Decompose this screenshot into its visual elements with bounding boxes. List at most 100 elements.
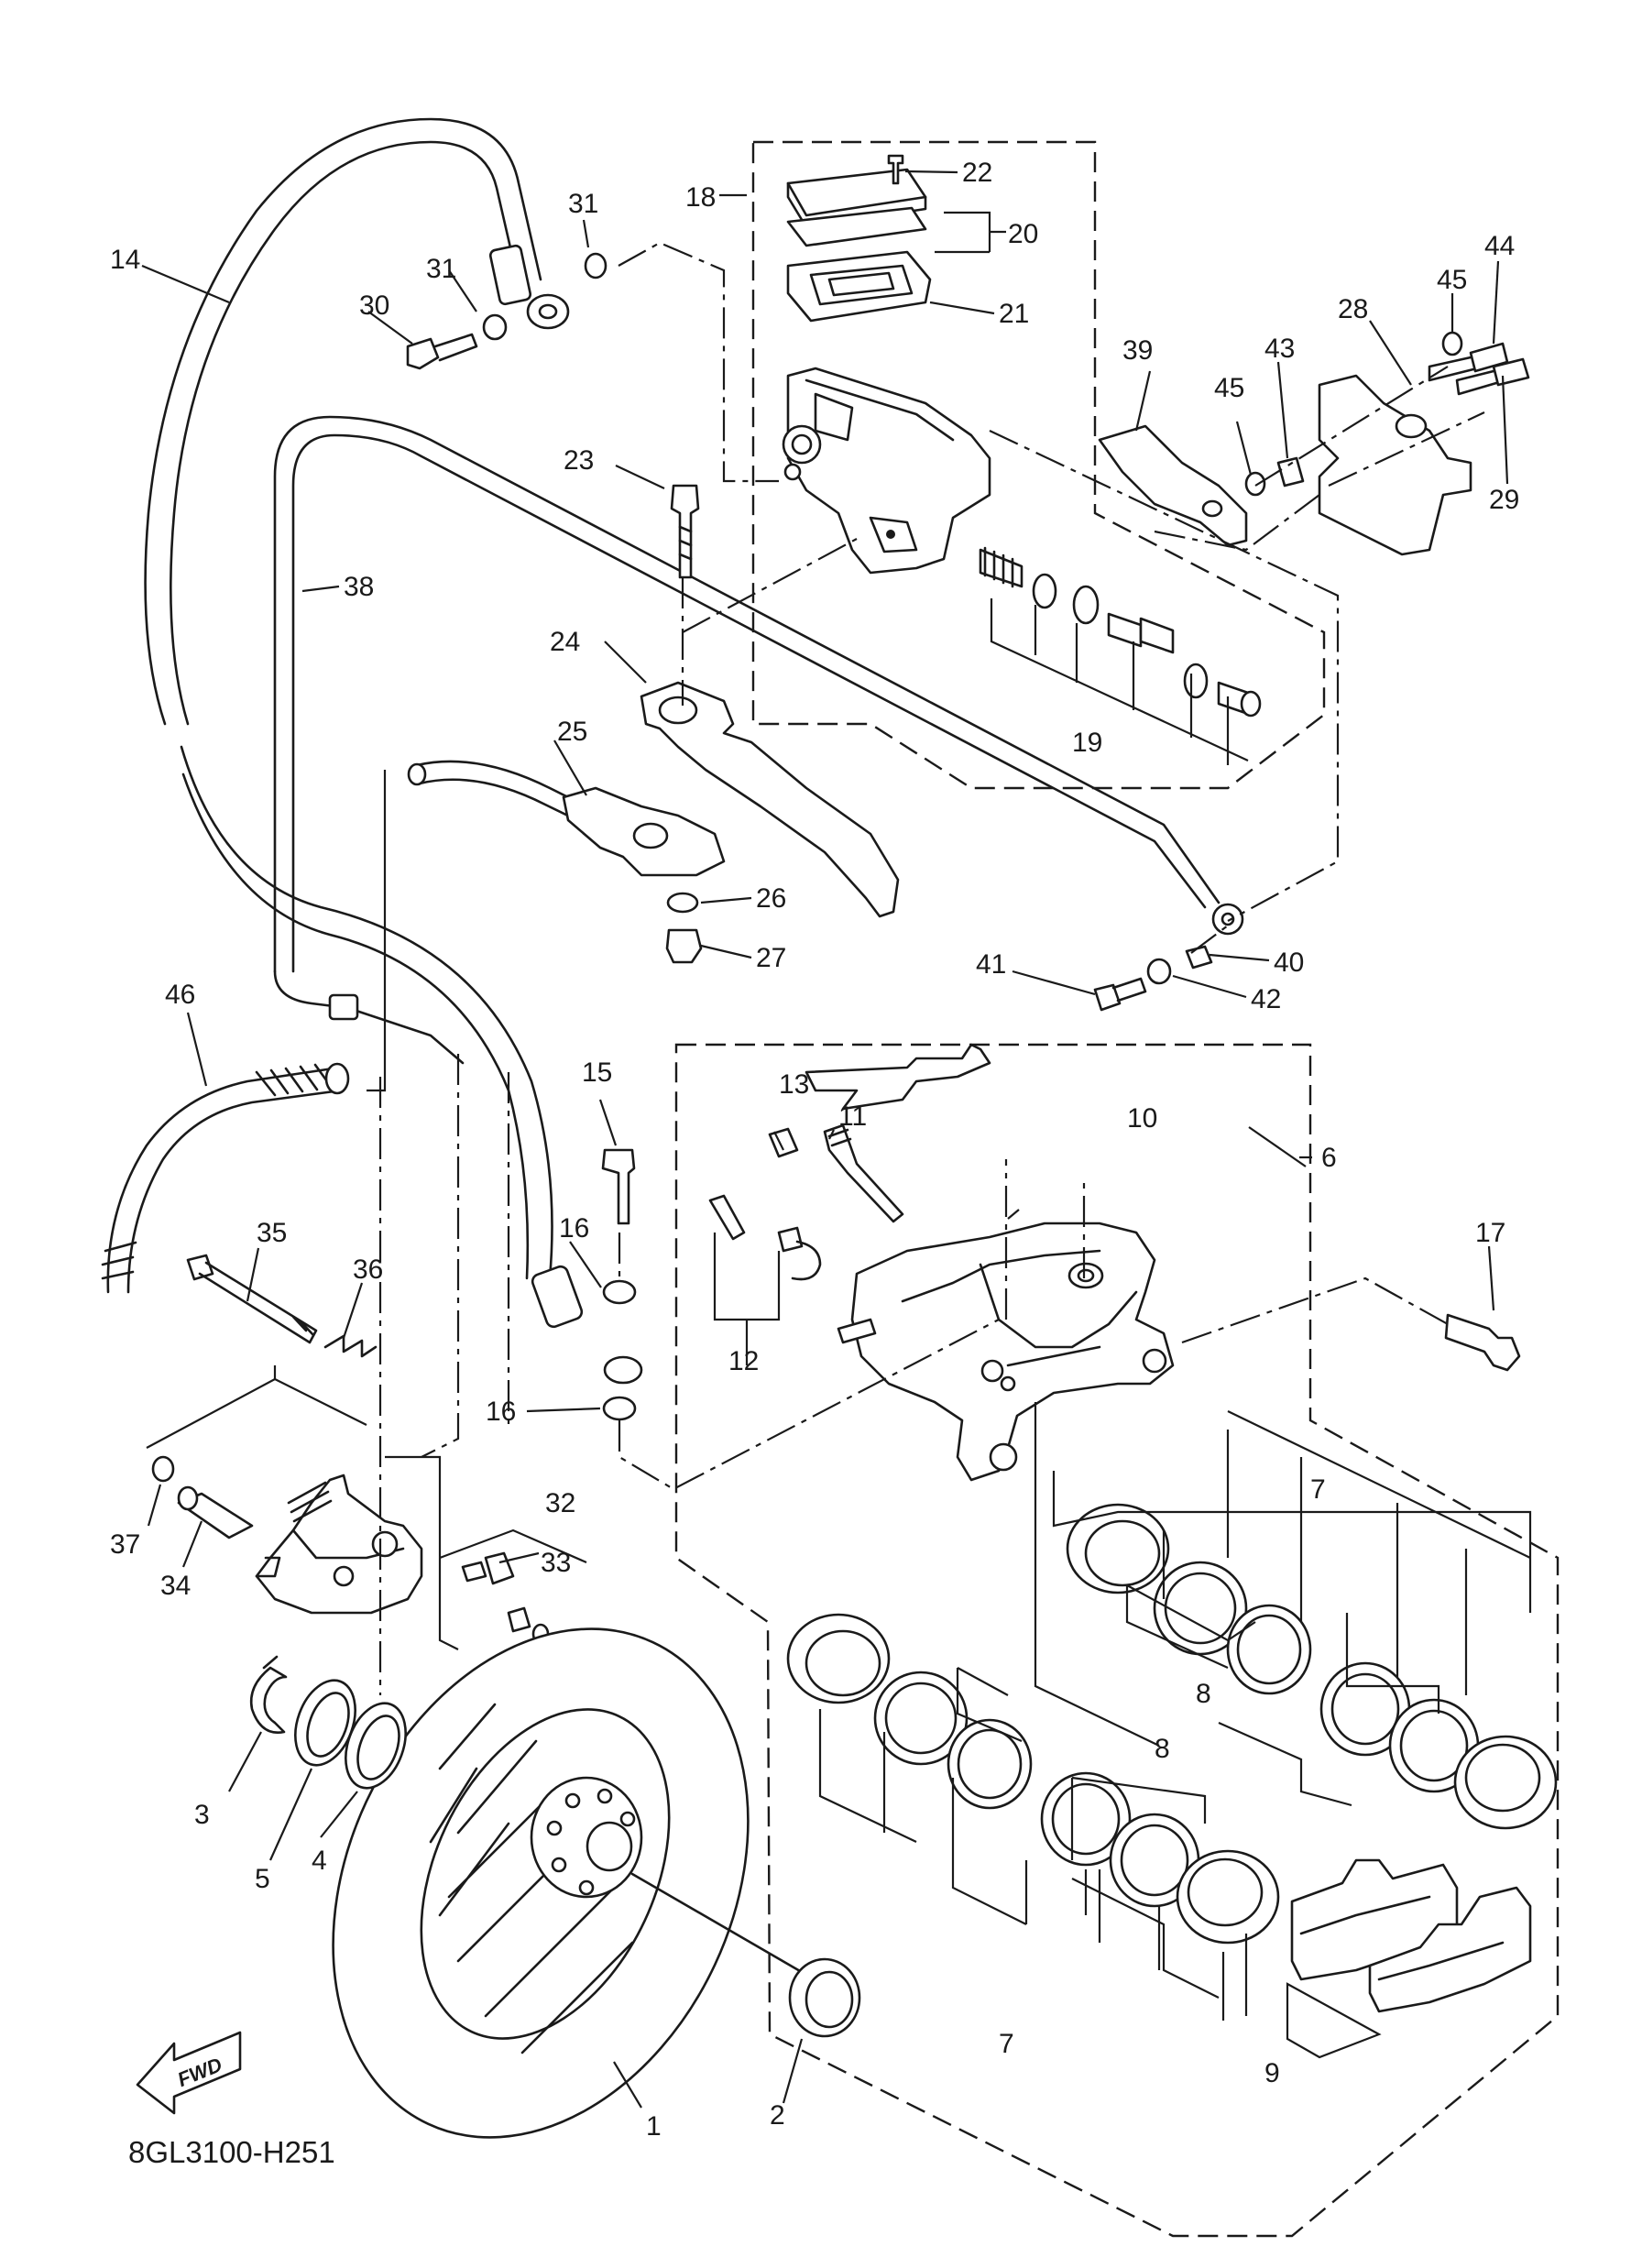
callout-45-upper: 45 [1437, 265, 1467, 295]
callout-8-lower: 8 [1155, 1734, 1170, 1764]
callout-7-upper: 7 [1310, 1474, 1326, 1505]
collar-40 [1185, 945, 1213, 970]
callout-36: 36 [353, 1255, 383, 1285]
callout-21: 21 [999, 299, 1029, 329]
callout-2: 2 [770, 2100, 785, 2131]
washer-45-upper [1441, 331, 1463, 356]
callout-16-upper: 16 [559, 1213, 589, 1244]
bolt-30 [406, 337, 440, 370]
pad-spring-10 [805, 1043, 991, 1111]
callout-5: 5 [255, 1864, 270, 1894]
leaders [141, 170, 1509, 2109]
hose-fitting-lower [531, 1265, 584, 1329]
washer-45-lower [1244, 471, 1266, 497]
drawing-code: 8GL3100-H251 [128, 2135, 335, 2169]
callout-27: 27 [756, 943, 786, 973]
callout-31-left: 31 [426, 254, 456, 284]
callout-35: 35 [257, 1218, 287, 1248]
plug-13 [768, 1127, 799, 1158]
callout-3: 3 [194, 1800, 210, 1830]
lever-24 [640, 681, 900, 918]
callout-41: 41 [976, 949, 1006, 980]
callout-45-lower: 45 [1214, 373, 1244, 403]
bolt-17 [1444, 1313, 1521, 1372]
cable-38 [273, 415, 1244, 1065]
callout-14: 14 [110, 245, 140, 275]
washer-31a [482, 313, 508, 341]
fwd-arrow: FWD [136, 2031, 242, 2115]
bolt-35 [186, 1254, 214, 1281]
callout-17: 17 [1475, 1218, 1505, 1248]
brake-pads [1290, 1858, 1532, 2013]
rear-caliper [151, 1254, 550, 1645]
spring-36 [323, 1334, 378, 1358]
callout-34: 34 [160, 1571, 191, 1601]
screw-22 [887, 154, 904, 185]
bolt-15 [601, 1148, 636, 1225]
bushing-2 [788, 1957, 861, 2038]
front-caliper [601, 1043, 1521, 1482]
lever-cable [407, 760, 588, 822]
washer-16a [602, 1279, 637, 1305]
washer-26 [666, 892, 699, 914]
callout-7-lower: 7 [999, 2029, 1014, 2059]
hose-fitting-upper [488, 244, 532, 306]
diaphragm-plate [786, 206, 927, 247]
collar-43 [1276, 456, 1305, 488]
callout-24: 24 [550, 627, 580, 657]
callout-4: 4 [312, 1846, 327, 1876]
callout-30: 30 [359, 290, 389, 321]
callout-18: 18 [685, 182, 716, 213]
callout-31-right: 31 [568, 189, 598, 219]
callout-15: 15 [582, 1057, 612, 1088]
part-33b [484, 1551, 515, 1585]
callout-13: 13 [779, 1069, 809, 1100]
callout-23: 23 [564, 445, 594, 476]
washer-31b [584, 252, 608, 279]
bolt-41 [1093, 983, 1122, 1012]
callout-26: 26 [756, 883, 786, 914]
bolt-23 [670, 484, 700, 579]
group-frames [674, 140, 1560, 2238]
callout-20: 20 [1008, 219, 1038, 249]
callout-44: 44 [1484, 231, 1515, 261]
callout-46: 46 [165, 980, 195, 1010]
callout-6: 6 [1321, 1143, 1337, 1173]
bleed-screw-12 [708, 1194, 746, 1241]
washer-16b [602, 1396, 637, 1421]
callout-11: 11 [838, 1101, 867, 1132]
group-lines [146, 598, 1532, 2059]
washer-37 [151, 1455, 175, 1483]
part-33a [461, 1561, 487, 1583]
bracket-28 [1318, 374, 1472, 556]
callout-33: 33 [541, 1548, 571, 1578]
callout-28: 28 [1338, 294, 1368, 324]
caliper-group-frame [674, 1043, 1560, 2238]
callout-10: 10 [1127, 1103, 1157, 1134]
callouts: 1 2 3 4 5 6 7 7 8 8 9 10 11 12 13 14 15 … [110, 158, 1519, 2142]
assembly-lines [378, 241, 1485, 1695]
callout-1: 1 [646, 2111, 662, 2142]
circlip-3 [249, 1666, 288, 1734]
callout-19: 19 [1072, 728, 1102, 758]
callout-16-lower: 16 [486, 1397, 516, 1427]
callout-12: 12 [728, 1346, 759, 1376]
master-cylinder-body [786, 367, 991, 575]
callout-43: 43 [1264, 334, 1295, 364]
washer-42 [1146, 958, 1172, 985]
callout-32: 32 [545, 1488, 575, 1518]
cable-46 [101, 1062, 350, 1294]
nut-27 [665, 928, 703, 964]
callout-29: 29 [1489, 485, 1519, 515]
brake-disc [249, 1627, 861, 2139]
callout-9: 9 [1264, 2058, 1280, 2088]
master-cylinder [406, 154, 1530, 1012]
pin-11 [823, 1123, 904, 1223]
callout-25: 25 [557, 717, 587, 747]
callout-42: 42 [1251, 984, 1281, 1014]
callout-8-upper: 8 [1196, 1679, 1211, 1709]
part-33c [507, 1606, 531, 1633]
callout-37: 37 [110, 1529, 140, 1560]
piston-kit [979, 546, 1262, 718]
